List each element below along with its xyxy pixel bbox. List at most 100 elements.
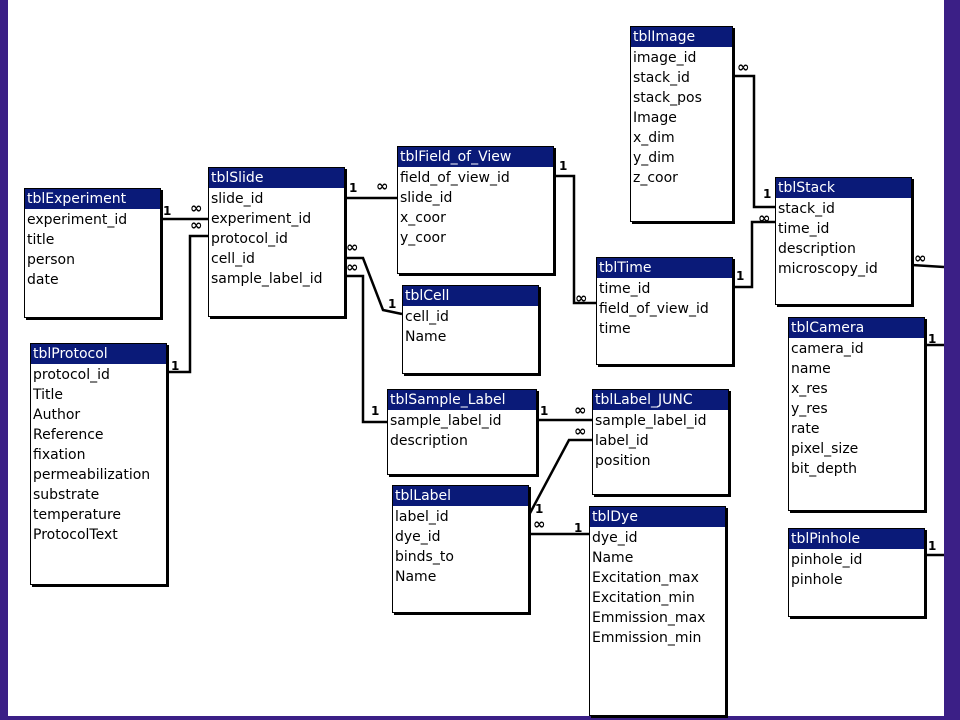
table-title[interactable]: tblSample_Label bbox=[388, 390, 536, 410]
table-field[interactable]: field_of_view_id bbox=[599, 301, 709, 317]
table-field[interactable]: Name bbox=[592, 550, 634, 566]
table-field[interactable]: Author bbox=[33, 407, 81, 423]
table-field[interactable]: x_dim bbox=[633, 130, 675, 146]
table-field[interactable]: y_dim bbox=[633, 150, 675, 166]
table-field[interactable]: label_id bbox=[595, 433, 649, 449]
table-field[interactable]: sample_label_id bbox=[595, 413, 707, 429]
table-field[interactable]: y_coor bbox=[400, 230, 446, 246]
table-field[interactable]: time_id bbox=[599, 281, 651, 297]
table-field[interactable]: Image bbox=[633, 110, 677, 126]
table-field[interactable]: label_id bbox=[395, 509, 449, 525]
table-field[interactable]: permeabilization bbox=[33, 467, 151, 483]
table-title[interactable]: tblProtocol bbox=[31, 344, 166, 364]
table-field[interactable]: time_id bbox=[778, 221, 830, 237]
table-field[interactable]: temperature bbox=[33, 507, 121, 523]
table-field[interactable]: dye_id bbox=[395, 529, 441, 545]
table-field[interactable]: Title bbox=[33, 387, 64, 403]
table-field[interactable]: y_res bbox=[791, 401, 828, 417]
table-title[interactable]: tblImage bbox=[631, 27, 732, 47]
table-field[interactable]: image_id bbox=[633, 50, 697, 66]
table-field[interactable]: cell_id bbox=[211, 251, 255, 267]
table-title[interactable]: tblStack bbox=[776, 178, 911, 198]
table-field[interactable]: Reference bbox=[33, 427, 104, 443]
table-sample-label[interactable]: tblSample_Label sample_label_id descriptio… bbox=[387, 389, 537, 475]
table-field[interactable]: rate bbox=[791, 421, 820, 437]
table-field[interactable]: stack_pos bbox=[633, 90, 702, 106]
table-title[interactable]: tblCamera bbox=[789, 318, 924, 338]
table-field[interactable]: x_coor bbox=[400, 210, 446, 226]
table-field[interactable]: title bbox=[27, 232, 55, 248]
table-field[interactable]: Excitation_min bbox=[592, 590, 695, 606]
table-field[interactable]: description bbox=[390, 433, 468, 449]
table-title[interactable]: tblTime bbox=[597, 258, 732, 278]
table-field[interactable]: Name bbox=[405, 329, 447, 345]
table-field[interactable]: date bbox=[27, 272, 59, 288]
table-field[interactable]: field_of_view_id bbox=[400, 170, 510, 186]
table-field[interactable]: description bbox=[778, 241, 856, 257]
table-slide[interactable]: tblSlide slide_id experiment_id protocol_id… bbox=[208, 167, 345, 317]
table-title[interactable]: tblLabel bbox=[393, 486, 528, 506]
table-field[interactable]: substrate bbox=[33, 487, 100, 503]
table-title[interactable]: tblLabel_JUNC bbox=[593, 390, 728, 410]
table-field[interactable]: time bbox=[599, 321, 631, 337]
table-field[interactable]: name bbox=[791, 361, 831, 377]
table-field[interactable]: Emmission_max bbox=[592, 610, 706, 626]
table-field[interactable]: protocol_id bbox=[211, 231, 288, 247]
field-list[interactable]: field_of_view_id slide_id x_coor y_coor bbox=[398, 167, 553, 248]
table-field[interactable]: x_res bbox=[791, 381, 828, 397]
field-list[interactable]: sample_label_id description bbox=[388, 410, 536, 451]
table-field[interactable]: Emmission_min bbox=[592, 630, 702, 646]
table-field[interactable]: Name bbox=[395, 569, 437, 585]
table-field[interactable]: stack_id bbox=[778, 201, 835, 217]
table-field[interactable]: microscopy_id bbox=[778, 261, 878, 277]
table-title[interactable]: tblDye bbox=[590, 507, 725, 527]
table-field[interactable]: z_coor bbox=[633, 170, 678, 186]
table-field[interactable]: ProtocolText bbox=[33, 527, 118, 543]
table-field[interactable]: stack_id bbox=[633, 70, 690, 86]
table-field[interactable]: position bbox=[595, 453, 651, 469]
field-list[interactable]: sample_label_id label_id position bbox=[593, 410, 728, 471]
table-field[interactable]: pixel_size bbox=[791, 441, 859, 457]
table-title[interactable]: tblCell bbox=[403, 286, 538, 306]
table-title[interactable]: tblSlide bbox=[209, 168, 344, 188]
table-title[interactable]: tblExperiment bbox=[25, 189, 160, 209]
table-field[interactable]: binds_to bbox=[395, 549, 454, 565]
table-field[interactable]: pinhole_id bbox=[791, 552, 863, 568]
table-field[interactable]: sample_label_id bbox=[211, 271, 323, 287]
table-field[interactable]: cell_id bbox=[405, 309, 449, 325]
table-field[interactable]: fixation bbox=[33, 447, 86, 463]
table-field[interactable]: slide_id bbox=[400, 190, 453, 206]
table-field[interactable]: dye_id bbox=[592, 530, 638, 546]
table-field[interactable]: slide_id bbox=[211, 191, 264, 207]
field-list[interactable]: stack_id time_id description microscopy_id bbox=[776, 198, 911, 279]
table-field[interactable]: person bbox=[27, 252, 75, 268]
table-field[interactable]: Excitation_max bbox=[592, 570, 699, 586]
table-field[interactable]: experiment_id bbox=[27, 212, 128, 228]
table-field[interactable]: sample_label_id bbox=[390, 413, 502, 429]
table-title[interactable]: tblPinhole bbox=[789, 529, 924, 549]
table-field[interactable]: camera_id bbox=[791, 341, 864, 357]
table-field[interactable]: bit_depth bbox=[791, 461, 858, 477]
table-field[interactable]: experiment_id bbox=[211, 211, 312, 227]
